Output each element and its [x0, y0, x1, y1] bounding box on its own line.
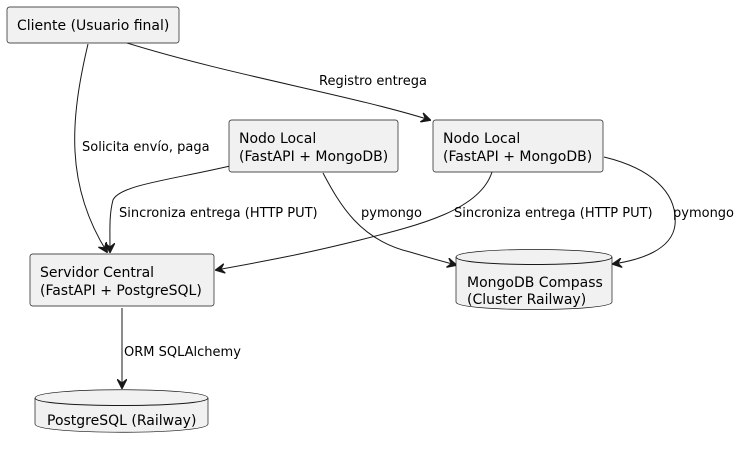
node-cliente[interactable]: Cliente (Usuario final): [6, 6, 180, 44]
node-servidor-central[interactable]: Servidor Central (FastAPI + PostgreSQL): [29, 253, 215, 307]
db-mongodb-compass[interactable]: MongoDB Compass (Cluster Railway): [455, 249, 613, 310]
node-servidor-central-subtitle: (FastAPI + PostgreSQL): [40, 283, 202, 299]
node-servidor-central-title: Servidor Central: [40, 265, 154, 281]
edge-label-pymongo-2: pymongo: [673, 206, 734, 221]
node-nodo-local-2-subtitle: (FastAPI + MongoDB): [443, 149, 592, 165]
edge-label-solicita-envio: Solicita envío, paga: [82, 140, 210, 155]
edge-labels: Registro entrega Solicita envío, paga Si…: [82, 74, 734, 360]
edge-nodo-local-1-to-mongodb: [322, 172, 456, 265]
db-mongodb-compass-title: MongoDB Compass: [467, 275, 603, 291]
edge-cliente-to-servidor-central: [74, 43, 107, 252]
node-nodo-local-1[interactable]: Nodo Local (FastAPI + MongoDB): [228, 119, 399, 173]
edge-label-orm: ORM SQLAlchemy: [124, 345, 241, 360]
edge-nodo-local-2-to-mongodb: [603, 156, 676, 264]
edge-label-registro-entrega: Registro entrega: [319, 74, 427, 89]
node-nodo-local-1-subtitle: (FastAPI + MongoDB): [239, 149, 388, 165]
db-postgresql[interactable]: PostgreSQL (Railway): [34, 389, 209, 433]
edge-label-sincroniza-1: Sincroniza entrega (HTTP PUT): [119, 206, 318, 221]
edges: [74, 42, 676, 388]
db-mongodb-compass-subtitle: (Cluster Railway): [467, 292, 586, 308]
edge-label-sincroniza-2: Sincroniza entrega (HTTP PUT): [454, 206, 653, 221]
node-cliente-label: Cliente (Usuario final): [17, 18, 169, 34]
node-nodo-local-1-title: Nodo Local: [239, 131, 316, 147]
node-nodo-local-2[interactable]: Nodo Local (FastAPI + MongoDB): [432, 119, 604, 173]
edge-nodo-local-2-to-servidor-central: [216, 171, 493, 270]
edge-cliente-to-nodo-local-2: [126, 42, 430, 120]
edge-nodo-local-1-to-servidor-central: [110, 165, 231, 252]
edge-label-pymongo-1: pymongo: [361, 206, 422, 221]
node-nodo-local-2-title: Nodo Local: [443, 131, 520, 147]
db-postgresql-label: PostgreSQL (Railway): [47, 413, 196, 429]
